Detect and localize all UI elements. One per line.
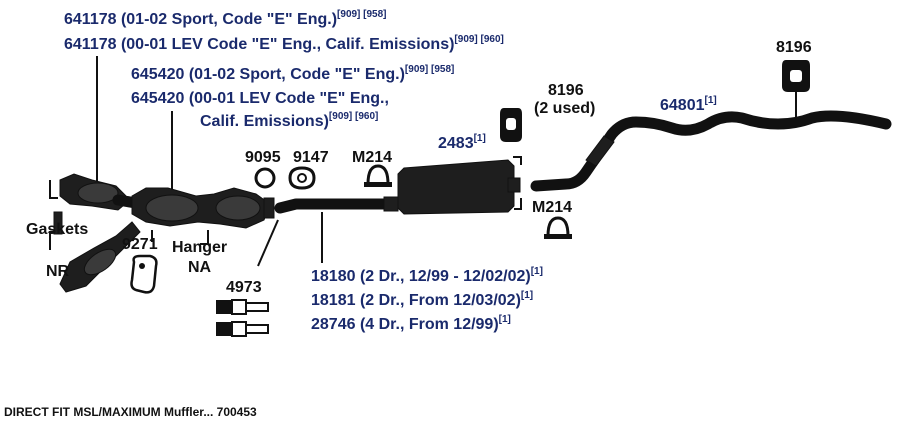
label-hanger: Hanger [172, 239, 227, 256]
label-9147: 9147 [293, 149, 329, 166]
label-4973: 4973 [226, 279, 262, 296]
tailpipe-64801 [530, 110, 892, 192]
label-hanger-na: NA [188, 259, 212, 276]
muffler-2483 [397, 159, 521, 215]
hanger-9271-icon [130, 254, 158, 294]
catalytic-converter-641178 [59, 173, 148, 211]
label-641178-sport: 641178 (01-02 Sport, Code "E" Eng.)[909]… [64, 9, 387, 28]
leader-lines [49, 56, 797, 267]
clamp-m214-bottom-icon [544, 216, 572, 239]
catalytic-converter-lower [59, 221, 141, 293]
gasket-9147-icon [288, 166, 316, 190]
label-645420-sport: 645420 (01-02 Sport, Code "E" Eng.)[909]… [131, 64, 454, 83]
label-645420-lev-line1: 645420 (00-01 LEV Code "E" Eng., [131, 90, 389, 107]
label-gaskets-nr: NR [46, 263, 70, 280]
label-9271: 9271 [122, 236, 158, 253]
label-m214-bottom: M214 [532, 199, 572, 216]
hanger-8196-mid-icon [500, 108, 522, 142]
label-m214-top: M214 [352, 149, 392, 166]
label-645420-lev-line2: Calif. Emissions)[909] [960] [200, 111, 378, 130]
footer-muffler-note: DIRECT FIT MSL/MAXIMUM Muffler... 700453 [4, 405, 257, 419]
bolts-4973-icon [216, 299, 269, 337]
label-2483: 2483[1] [438, 133, 486, 152]
label-18181: 18181 (2 Dr., From 12/03/02)[1] [311, 290, 533, 309]
gasket-shape [53, 211, 63, 235]
label-8196-top: 8196 [776, 39, 812, 56]
gasket-9095-icon [254, 167, 276, 189]
label-28746: 28746 (4 Dr., From 12/99)[1] [311, 314, 511, 333]
clamp-m214-top-icon [364, 164, 392, 187]
label-8196-mid: 8196 [548, 82, 584, 99]
label-64801: 64801[1] [660, 95, 717, 114]
hanger-8196-top-icon [782, 60, 810, 92]
label-641178-lev: 641178 (00-01 LEV Code "E" Eng., Calif. … [64, 34, 504, 53]
intermediate-pipe-18180 [274, 196, 399, 214]
label-18180: 18180 (2 Dr., 12/99 - 12/02/02)[1] [311, 266, 543, 285]
catalytic-converter-645420 [131, 187, 275, 229]
label-8196-used: (2 used) [534, 100, 595, 117]
label-gaskets: Gaskets [26, 221, 88, 238]
label-9095: 9095 [245, 149, 281, 166]
